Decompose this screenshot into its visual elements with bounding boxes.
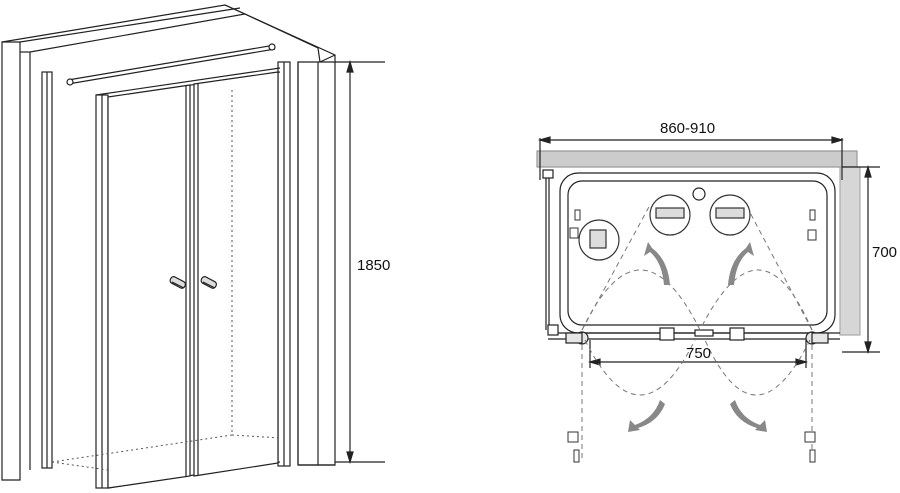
door-handles	[169, 276, 218, 289]
right-door-leaf	[193, 71, 279, 477]
height-dimension-line	[335, 59, 385, 465]
depth-dimension-label: 700	[872, 244, 897, 261]
elevation-view	[1, 4, 385, 489]
outward-swing-arcs	[581, 339, 813, 460]
width-range-dimension-label: 860-910	[660, 120, 715, 137]
bottom-rail	[547, 324, 840, 341]
depth-dimension-line	[842, 164, 880, 355]
opening-dimension-label: 750	[686, 345, 711, 362]
top-wall	[224, 4, 336, 63]
opening-dimension-line	[587, 340, 809, 368]
left-wall	[1, 4, 248, 481]
left-wall-profile	[41, 71, 53, 469]
hardware-marks	[567, 209, 817, 463]
right-wall-profile	[277, 61, 291, 467]
height-dimension-label: 1850	[357, 257, 390, 274]
width-dimension-line	[537, 136, 845, 180]
hidden-lines	[51, 90, 281, 471]
stabilizer-bar	[66, 43, 276, 86]
side-profiles	[542, 169, 554, 330]
right-wall	[297, 61, 336, 466]
detail-callouts	[578, 194, 751, 261]
left-door-leaf	[107, 84, 191, 489]
side-wall	[839, 166, 861, 336]
back-wall	[536, 150, 858, 168]
shower-tray	[559, 172, 836, 334]
inward-swing-arcs	[581, 204, 813, 331]
rotation-arrows	[628, 242, 767, 432]
plan-view	[536, 136, 880, 463]
